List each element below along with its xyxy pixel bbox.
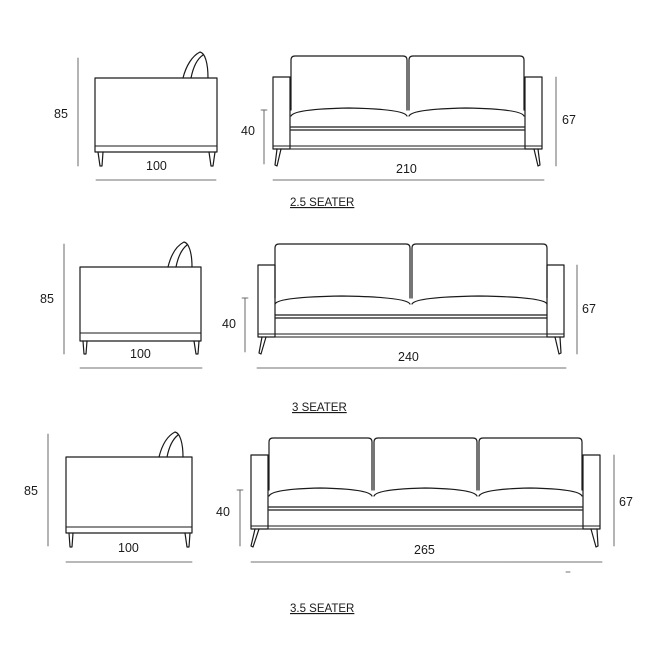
side-view (79, 241, 202, 355)
front-view (257, 243, 565, 355)
seat-height-label: 40 (222, 317, 236, 331)
front-dimension-lines (241, 264, 578, 369)
section-3-seater: 85 100 40 67 240 3 SEATER (40, 241, 596, 414)
front-view (250, 437, 601, 548)
side-depth-label: 100 (146, 159, 167, 173)
front-dimension-lines (236, 454, 615, 573)
seat-height-label: 40 (216, 505, 230, 519)
side-dimension-lines (63, 243, 203, 369)
section-2-5-seater: 85 100 40 67 210 2.5 SEATER (54, 51, 576, 209)
section-title: 3 SEATER (292, 402, 347, 414)
front-view (272, 55, 543, 167)
front-width-label: 210 (396, 162, 417, 176)
section-title: 3.5 SEATER (290, 603, 354, 615)
side-height-label: 85 (40, 292, 54, 306)
section-3-5-seater: 85 100 40 67 265 3.5 SEATER (24, 431, 633, 615)
side-depth-label: 100 (118, 541, 139, 555)
side-view (94, 51, 218, 167)
side-height-label: 85 (54, 107, 68, 121)
front-width-label: 240 (398, 350, 419, 364)
side-dimension-lines (77, 57, 217, 181)
arm-height-label: 67 (562, 113, 576, 127)
front-width-label: 265 (414, 543, 435, 557)
side-view (65, 431, 193, 548)
section-title: 2.5 SEATER (290, 197, 354, 209)
front-dimension-lines (260, 76, 557, 181)
side-height-label: 85 (24, 484, 38, 498)
arm-height-label: 67 (619, 495, 633, 509)
arm-height-label: 67 (582, 302, 596, 316)
side-depth-label: 100 (130, 347, 151, 361)
side-dimension-lines (47, 433, 193, 563)
seat-height-label: 40 (241, 124, 255, 138)
